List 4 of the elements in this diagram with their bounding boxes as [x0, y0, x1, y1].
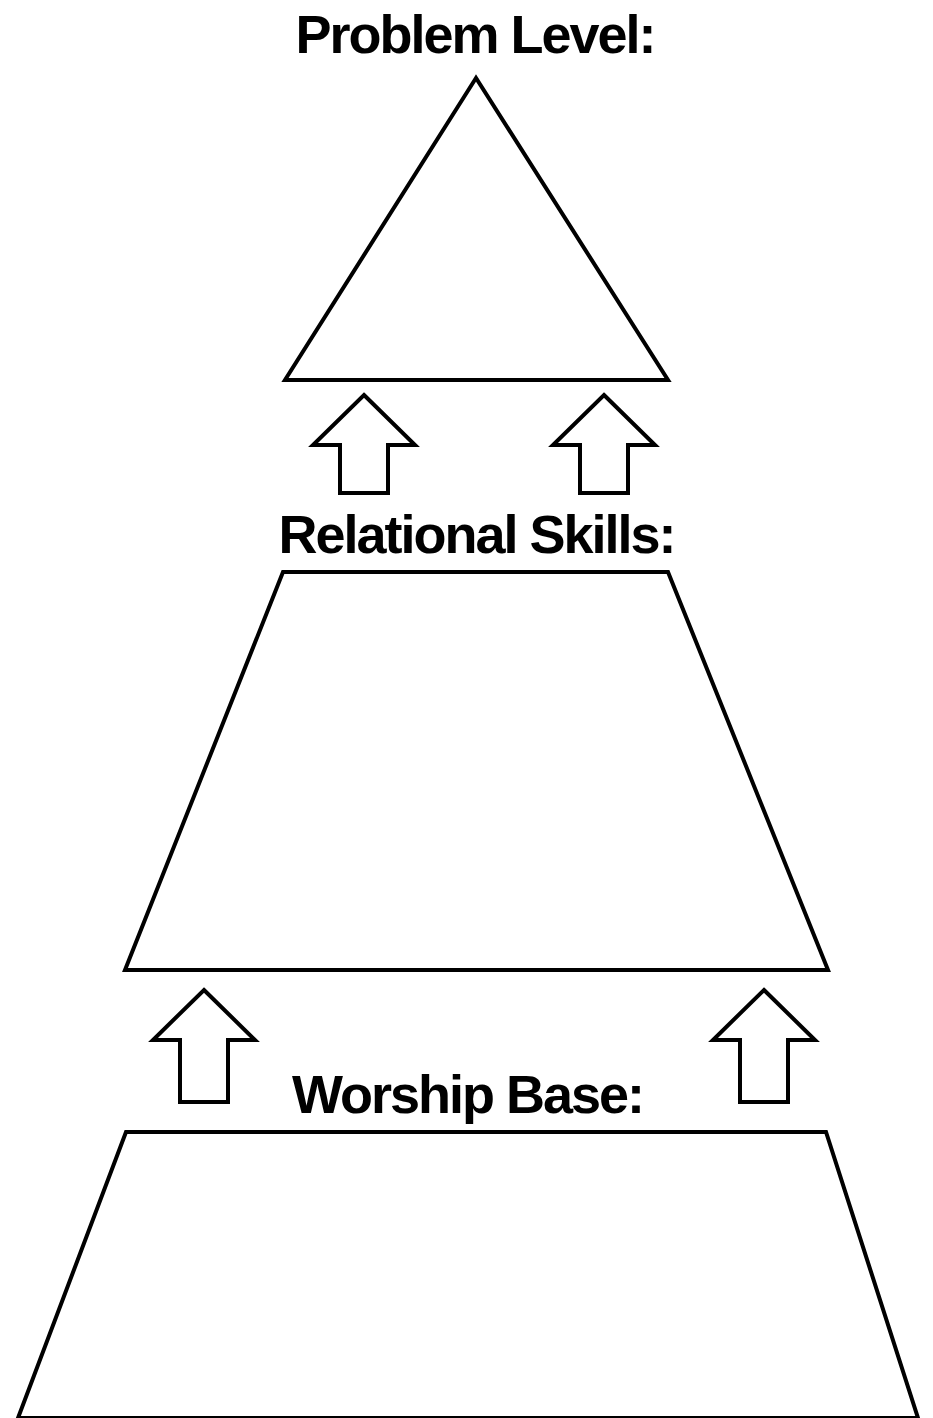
block-arrow — [708, 987, 820, 1104]
block-arrow — [308, 392, 420, 495]
block-arrow — [548, 392, 660, 495]
block-arrow — [148, 987, 260, 1104]
